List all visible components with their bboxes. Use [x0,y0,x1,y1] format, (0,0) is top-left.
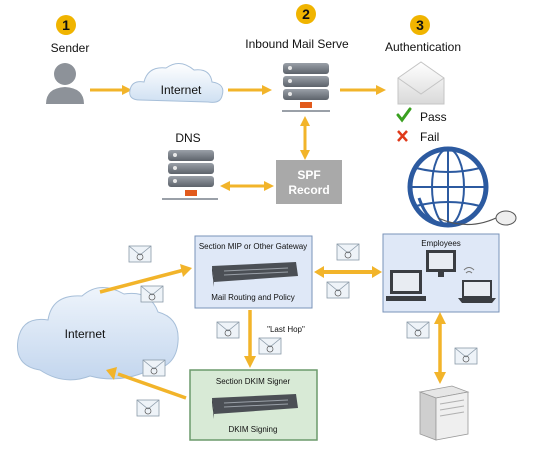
arrow-server-to-authentication [340,85,386,95]
pass-result: Pass [396,107,447,124]
arrow-sender-to-internet [90,85,132,95]
step-number: 3 [416,17,424,33]
dns-label: DNS [175,131,200,145]
envelope-icon [454,347,478,365]
envelope-icon [336,243,360,261]
step-badge [56,15,76,35]
employees-label: Employees [421,239,461,248]
step-2: 2 Inbound Mail Serve [245,4,349,51]
envelope-icon [142,359,166,377]
arrow-cloud-to-gateway [99,264,192,294]
arrow-dkim-to-cloud [106,367,187,400]
dns-server-icon [162,150,218,200]
arrow-gateway-to-dkim [244,310,256,368]
arrow-server-spf [300,116,310,160]
dkim-caption: DKIM Signing [229,425,278,434]
internet-label: Internet [161,83,202,97]
laptop-icon [458,280,496,303]
arrow-internet-to-server [228,85,272,95]
desktop-computer-icon [426,250,456,277]
globe-icon [407,146,517,228]
step-number: 2 [302,6,310,22]
gateway-title: Section MIP or Other Gateway [199,242,307,251]
envelope-icon [216,321,240,339]
envelope-icon [140,285,164,303]
wifi-icon [463,267,475,274]
spf-record-box: SPF Record [276,160,342,204]
step-1: 1 Sender [51,15,90,55]
gateway-caption: Mail Routing and Policy [211,293,295,302]
step-label: Sender [51,41,90,55]
envelope-open-icon [397,61,445,105]
internet-cloud-icon: Internet [129,63,224,103]
gateway-box: Section MIP or Other Gateway Mail Routin… [194,235,313,309]
envelope-icon [136,399,160,417]
envelope-icon [258,337,282,355]
envelope-icon [128,245,152,263]
envelope-icon [406,321,430,339]
rack-server-icon [212,262,298,287]
envelope-icon [326,281,350,299]
fail-label: Fail [420,130,439,144]
internet-label: Internet [65,327,106,341]
arrow-employees-to-server [434,312,446,384]
step-number: 1 [62,17,70,33]
mail-server-icon [282,63,330,112]
employees-box: Employees [382,233,500,313]
step-3: 3 Authentication [385,15,461,54]
arrow-gateway-employees [314,266,382,278]
record-label: Record [288,183,329,197]
step-badge [296,4,316,24]
dkim-signer-box: Section DKIM Signer DKIM Signing [189,369,318,441]
spf-label: SPF [297,168,320,182]
fail-result: Fail [397,130,439,144]
step-label: Inbound Mail Serve [245,37,349,51]
arrow-dns-spf [220,181,274,191]
dkim-title: Section DKIM Signer [216,377,291,386]
checkmark-icon [396,107,412,123]
x-mark-icon [397,130,408,142]
desktop-computer-icon [386,270,426,301]
person-icon [46,63,84,104]
internet-cloud-icon: Internet [16,287,179,381]
rack-server-icon [212,394,298,419]
server-tower-icon [418,385,470,441]
last-hop-label: "Last Hop" [267,325,305,334]
pass-label: Pass [420,110,447,124]
step-label: Authentication [385,40,461,54]
step-badge [410,15,430,35]
